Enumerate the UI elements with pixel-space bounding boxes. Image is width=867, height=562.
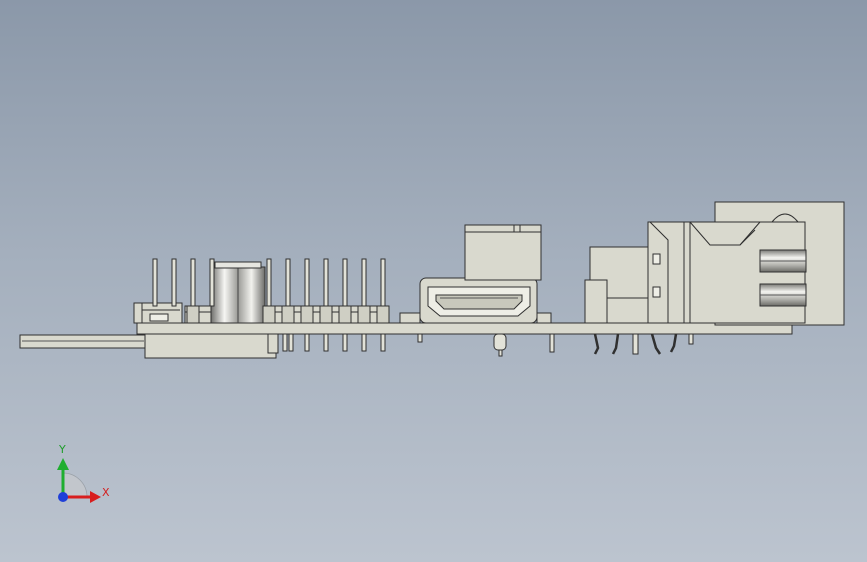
header-pin (304, 258, 310, 307)
component-leads (282, 333, 694, 357)
pin-collar (338, 305, 352, 324)
pin-collar (262, 305, 276, 324)
pin-collar (319, 305, 333, 324)
header-pin (171, 258, 177, 307)
pin-collar (376, 305, 390, 324)
pin-collar (186, 305, 200, 324)
pin-collar (300, 305, 314, 324)
header-pin (323, 258, 329, 307)
x-axis-label: X (102, 486, 110, 499)
y-axis-label: Y (59, 443, 66, 456)
header-pin (209, 258, 215, 307)
coordinate-triad (57, 458, 101, 503)
header-pin (361, 258, 367, 307)
header-pin (342, 258, 348, 307)
pcb-board (136, 322, 793, 335)
header-pin (152, 258, 158, 307)
pin-collar (357, 305, 371, 324)
pin-collar (281, 305, 295, 324)
header-pin-lower (342, 333, 348, 352)
header-pin (190, 258, 196, 307)
usb-housing (464, 224, 542, 281)
header-pins-top (152, 258, 390, 324)
z-axis-dot (58, 492, 68, 502)
header-pin-lower (323, 333, 329, 352)
header-pin-lower (380, 333, 386, 352)
header-pin (380, 258, 386, 307)
underside-block (144, 333, 277, 359)
header-pin-lower (304, 333, 310, 352)
header-pin (266, 258, 272, 307)
header-pin (285, 258, 291, 307)
header-pin-lower (361, 333, 367, 352)
header-pins-bottom (304, 333, 386, 352)
